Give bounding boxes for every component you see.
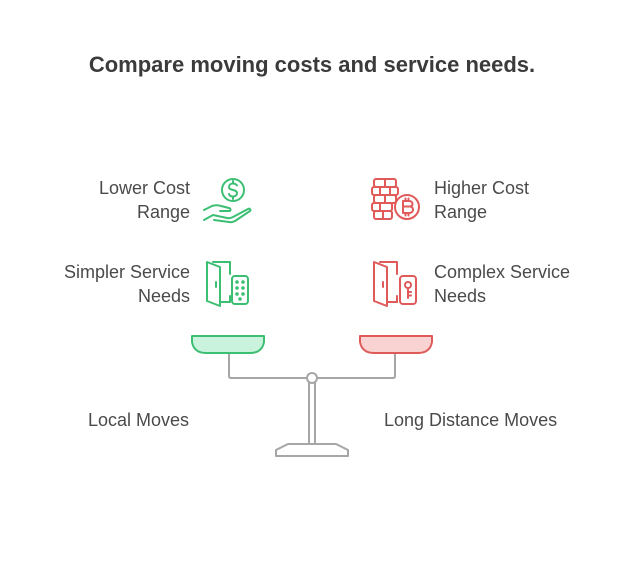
right-cost-line2: Range bbox=[434, 202, 488, 222]
right-cost-line1: Higher Cost bbox=[434, 178, 530, 198]
right-cost-label: Higher Cost Range bbox=[434, 176, 529, 224]
dollar-hand-icon bbox=[202, 176, 254, 224]
scale-pole bbox=[308, 381, 316, 445]
door-key-icon bbox=[370, 258, 422, 308]
local-moves-label: Local Moves bbox=[88, 410, 190, 430]
right-service-label: Complex Service Needs bbox=[434, 260, 570, 308]
long-distance-moves-label: Long Distance Moves bbox=[384, 410, 558, 430]
left-pan bbox=[191, 335, 265, 354]
scale-base bbox=[275, 443, 349, 457]
left-cost-line2: Range bbox=[136, 202, 190, 222]
left-cost-label: Lower Cost Range bbox=[99, 176, 190, 224]
left-service-line2: Needs bbox=[137, 286, 190, 306]
door-keypad-icon bbox=[204, 258, 252, 308]
brick-bitcoin-icon bbox=[370, 176, 424, 224]
right-service-line1: Complex Service bbox=[434, 262, 571, 282]
left-service-label: Simpler Service Needs bbox=[64, 260, 190, 308]
scale-pivot bbox=[306, 372, 318, 384]
right-service-line2: Needs bbox=[434, 286, 487, 306]
left-service-line1: Simpler Service bbox=[63, 262, 190, 282]
page-title: Compare moving costs and service needs. bbox=[88, 52, 536, 77]
left-cost-line1: Lower Cost bbox=[98, 178, 190, 198]
right-pan bbox=[359, 335, 433, 354]
